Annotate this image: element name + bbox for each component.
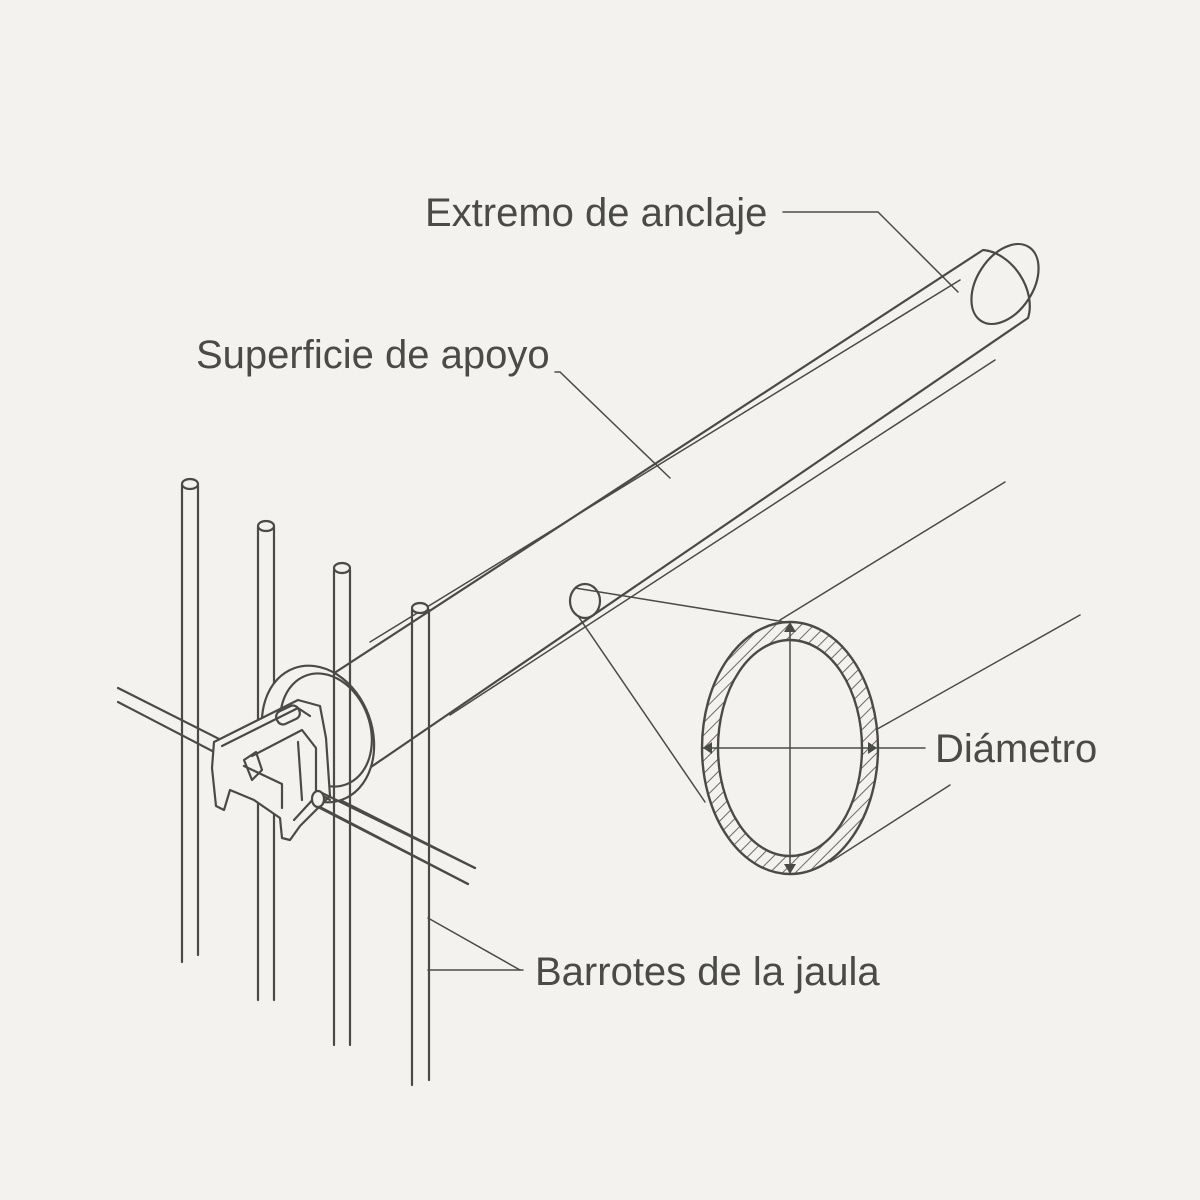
label-diameter: Diámetro [935,727,1097,771]
cross-section-detail [574,481,1081,876]
leader-bearing-surface [554,371,671,479]
label-bearing-surface: Superficie de apoyo [196,333,550,377]
leader-lines [427,211,959,971]
rod-highlight-lower [449,359,996,716]
cage-bars-front [332,561,431,1087]
perch-rod [268,242,1040,797]
label-cage-bars: Barrotes de la jaula [535,950,880,994]
cage-bar-4 [410,601,431,1087]
label-anchor-end: Extremo de anclaje [425,191,767,235]
rod-highlight-upper [369,279,961,643]
perch-clamp [210,664,376,842]
front-cage-wire [310,789,477,886]
cage-bar-1 [180,477,200,964]
cage-bar-3 [332,561,352,1047]
section-marker [568,582,602,620]
leader-cage-bars [427,917,524,971]
leader-anchor-end [782,211,959,293]
